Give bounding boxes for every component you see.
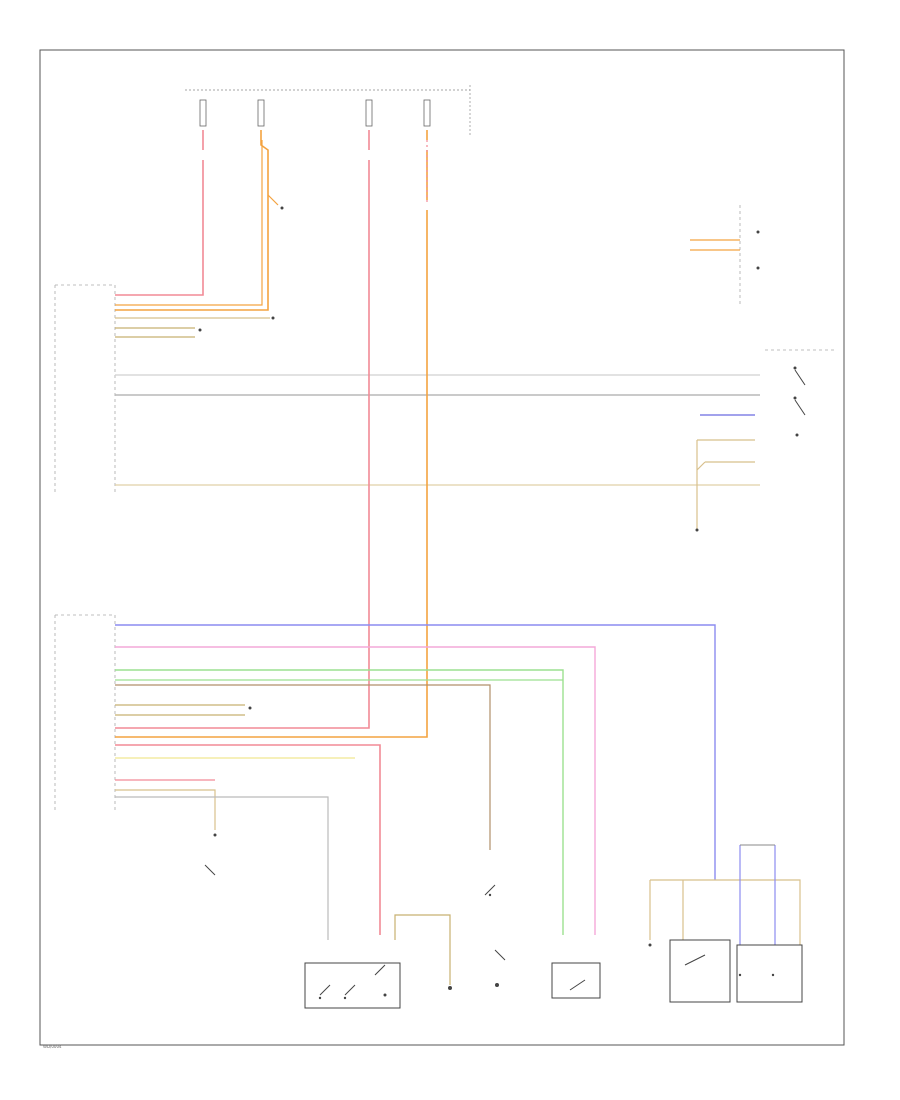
- connector-node-2: [248, 706, 252, 710]
- seat-switch-1: [793, 366, 806, 386]
- wire-green-1: [115, 669, 564, 935]
- fuse-1: [199, 99, 207, 127]
- connector-node-4: [280, 206, 284, 210]
- passenger-switch-box: [669, 939, 731, 1003]
- wire-red-2b: [115, 744, 381, 935]
- seat-switch-node: [795, 433, 799, 437]
- fuse-2: [257, 99, 265, 127]
- wire-brown: [115, 684, 491, 850]
- wire-blue-bottom-right: [739, 845, 776, 945]
- rear-lid-control-switch: [304, 962, 401, 1009]
- release-switch: [484, 884, 506, 987]
- wire-tan-right: [696, 439, 755, 530]
- rear-lid-switch-contacts: [318, 964, 387, 1000]
- control-module-upper-outline: [54, 284, 116, 495]
- control-module-lower-outline: [54, 614, 116, 810]
- fuse-4: [423, 99, 431, 127]
- connector-node-1: [198, 328, 202, 332]
- seat-switch-2: [793, 396, 806, 416]
- ground-point-upper-2: [756, 266, 760, 270]
- footer-code: WD/0004: [43, 1044, 62, 1049]
- fuse-group: [199, 99, 431, 127]
- ground-symbol-right: [648, 943, 652, 947]
- wire-tan-6: [115, 789, 216, 830]
- passenger-switch-contact: [684, 954, 706, 966]
- wire-pink: [115, 646, 596, 935]
- ground-point-upper: [756, 230, 760, 234]
- ground-point-right: [695, 528, 699, 532]
- fuel-release-contact: [569, 979, 586, 991]
- connector-node-3: [271, 316, 275, 320]
- restraint-node-1: [738, 973, 742, 977]
- wire-blue: [115, 624, 716, 880]
- diagram-frame: [39, 49, 845, 1046]
- fuel-release-box: [551, 962, 601, 999]
- ground-symbol-mid: [448, 986, 452, 990]
- restraint-switch-box: [736, 944, 803, 1003]
- restraint-node-2: [771, 973, 775, 977]
- wire-tan-bottom-mid: [394, 914, 451, 985]
- wire-tan-bottom-right: [649, 879, 801, 945]
- wire-orange-branch: [267, 194, 279, 206]
- wire-orange-1b: [115, 140, 263, 306]
- wire-orange-2: [115, 130, 428, 738]
- wire-orange-1: [115, 130, 269, 311]
- fuse-3: [365, 99, 373, 127]
- wire-gray-3: [115, 796, 329, 940]
- lower-left-switch: [204, 833, 217, 876]
- wire-red-2: [115, 130, 370, 729]
- wire-red-1: [115, 130, 204, 296]
